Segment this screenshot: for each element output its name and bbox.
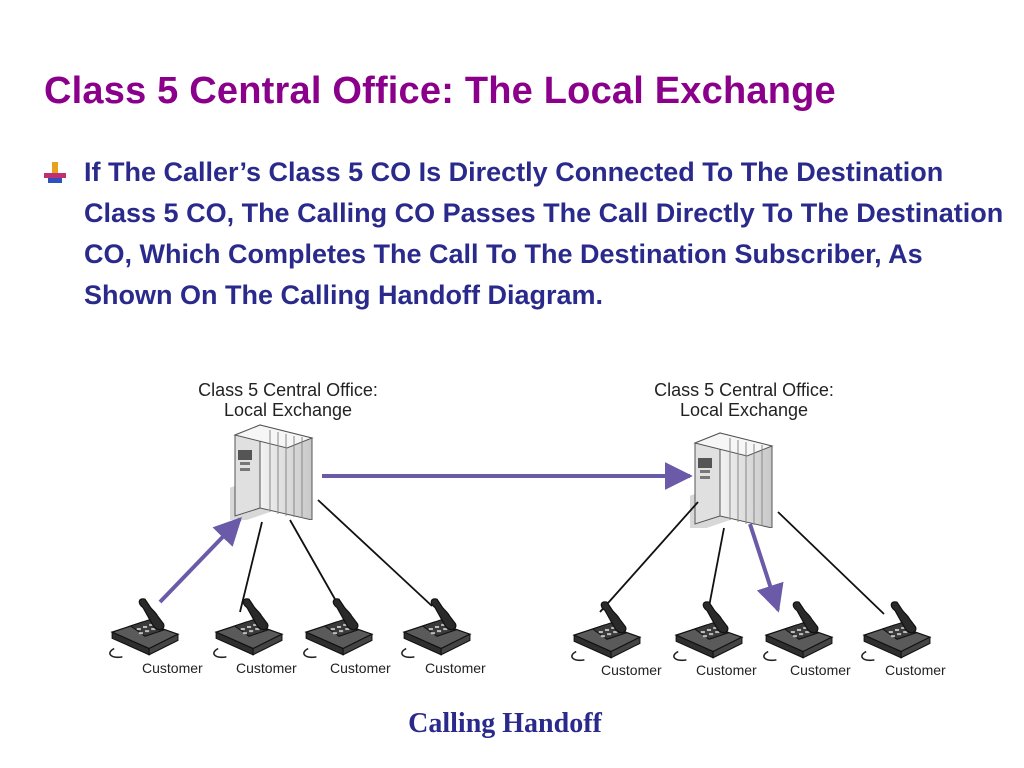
customer-label: Customer [790, 662, 851, 678]
customer-label: Customer [885, 662, 946, 678]
customer-label: Customer [236, 660, 297, 676]
customer-label: Customer [142, 660, 203, 676]
office-label-line2: Local Exchange [679, 400, 809, 420]
office-label-left: Class 5 Central Office: Local Exchange [168, 380, 408, 420]
office-label-line2: Local Exchange [223, 400, 353, 420]
slide-title: Class 5 Central Office: The Local Exchan… [44, 70, 836, 112]
phone-icon [571, 601, 641, 662]
customer-label: Customer [696, 662, 757, 678]
office-label-line1: Class 5 Central Office: [654, 380, 834, 400]
phone-icon [401, 598, 471, 659]
bullet-text: If The Caller’s Class 5 CO Is Directly C… [84, 157, 1004, 310]
right-office-links [599, 501, 885, 615]
bullet-arrow-icon [44, 162, 66, 183]
phone-icon [109, 598, 179, 659]
phone-icon [763, 601, 833, 662]
central-office-left [230, 424, 313, 520]
customer-label: Customer [330, 660, 391, 676]
customer-label: Customer [601, 662, 662, 678]
caller-to-office-arrow [158, 516, 242, 604]
customer-label: Customer [425, 660, 486, 676]
office-label-right: Class 5 Central Office: Local Exchange [624, 380, 864, 420]
office-to-destination-arrow [748, 523, 784, 613]
phone-icon [213, 598, 283, 659]
diagram-caption: Calling Handoff [408, 708, 602, 739]
central-office-right [690, 432, 773, 528]
left-office-links [239, 499, 433, 613]
office-label-line1: Class 5 Central Office: [198, 380, 378, 400]
phone-icon [861, 601, 931, 662]
phone-icon [673, 601, 743, 662]
phone-icon [303, 598, 373, 659]
